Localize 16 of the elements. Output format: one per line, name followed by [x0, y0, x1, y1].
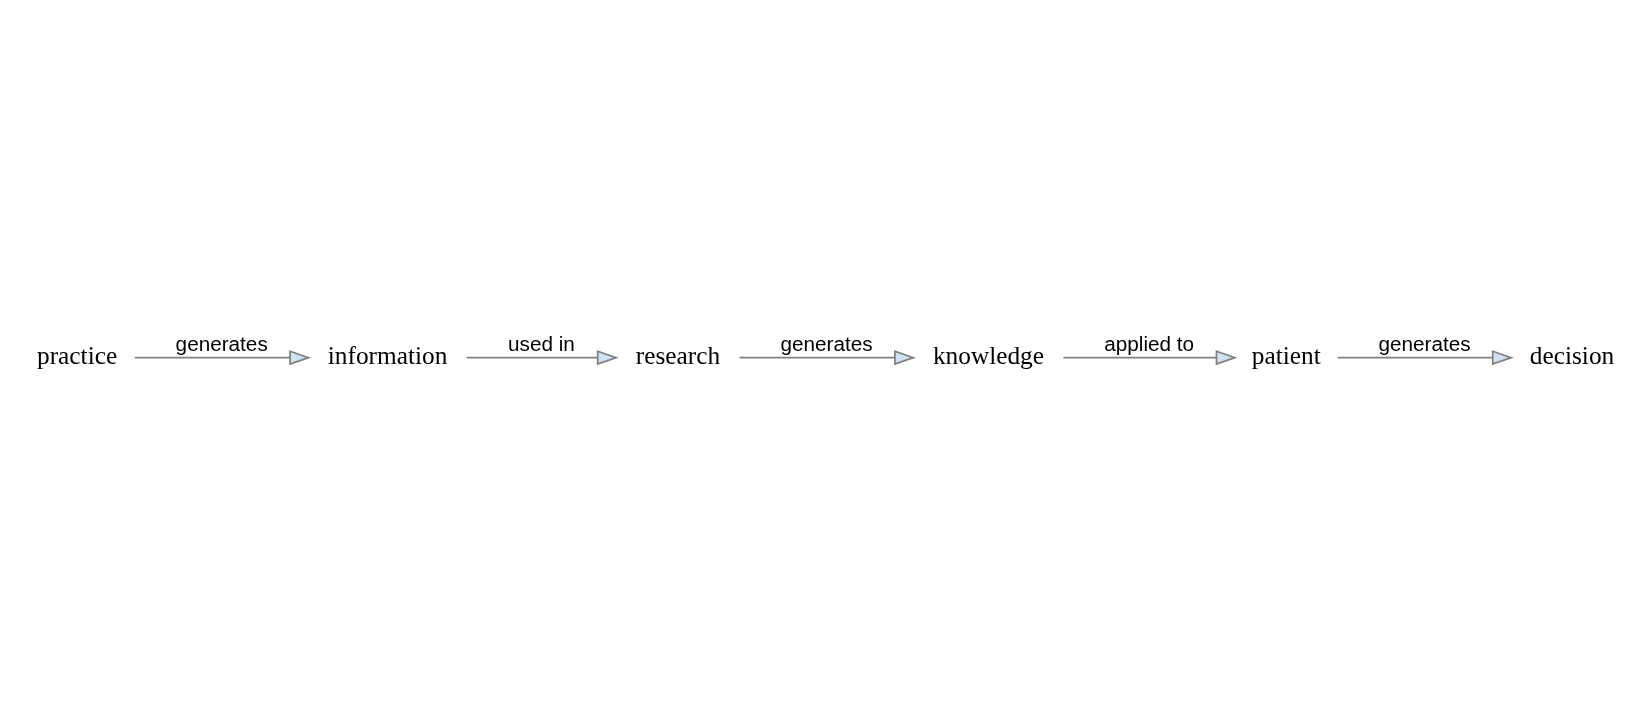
node-text: information: [327, 340, 448, 369]
edge-label: generates: [175, 331, 268, 355]
arrow: [1062, 349, 1238, 365]
node-text: practice: [37, 340, 118, 369]
edge-label: applied to: [1104, 331, 1195, 355]
arrow: [738, 349, 916, 365]
edge-label: used in: [508, 331, 575, 355]
edge-label: generates: [1378, 331, 1471, 355]
arrow: [1336, 349, 1514, 365]
edge-label: generates: [780, 331, 873, 355]
node-text: knowledge: [932, 340, 1045, 369]
arrow: [465, 349, 619, 365]
node-text: patient: [1251, 340, 1321, 369]
arrow: [133, 349, 312, 365]
node-text: decision: [1529, 340, 1615, 369]
node-text: research: [635, 340, 721, 369]
